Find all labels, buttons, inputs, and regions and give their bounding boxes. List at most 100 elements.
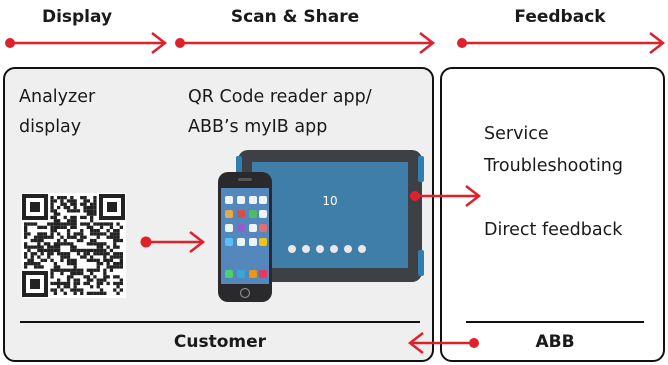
qr-module — [70, 275, 74, 279]
qr-module — [96, 278, 100, 282]
qr-module — [116, 291, 120, 295]
qr-module — [57, 219, 61, 223]
qr-module — [99, 225, 104, 229]
qr-module — [24, 222, 28, 226]
qr-module — [47, 245, 51, 249]
qr-module — [63, 215, 67, 220]
qr-module — [24, 235, 28, 239]
qr-module — [43, 248, 48, 253]
qr-module — [83, 255, 87, 259]
qr-module — [70, 262, 74, 266]
qr-module — [57, 245, 61, 249]
qr-module — [80, 232, 84, 236]
qr-module — [50, 258, 54, 262]
qr-module — [24, 262, 28, 266]
qr-module — [83, 196, 87, 200]
qr-module — [50, 215, 54, 220]
qr-module — [66, 255, 71, 259]
qr-module — [60, 235, 64, 239]
qr-module — [27, 262, 31, 266]
qr-module — [86, 268, 90, 272]
customer-footer: Customer — [173, 332, 267, 352]
qr-module — [106, 262, 110, 266]
qr-module — [109, 235, 114, 239]
qr-module — [99, 245, 104, 249]
qr-module — [70, 225, 74, 229]
qr-module — [96, 245, 100, 249]
qr-module — [37, 232, 41, 236]
qr-module — [24, 255, 28, 259]
qr-module — [53, 212, 57, 216]
qr-module — [24, 265, 28, 269]
qr-module — [116, 235, 120, 239]
qr-module — [86, 278, 90, 282]
qr-module — [73, 245, 77, 249]
qr-module — [93, 242, 97, 246]
qr-module — [83, 222, 87, 226]
qr-module — [63, 255, 67, 259]
qr-module — [50, 229, 54, 233]
qr-module — [57, 281, 61, 286]
qr-module — [53, 199, 57, 203]
qr-module — [73, 262, 77, 266]
qr-module — [83, 248, 87, 253]
qr-module — [106, 229, 110, 233]
qr-module — [83, 209, 87, 213]
qr-module — [109, 258, 114, 262]
qr-module — [109, 225, 114, 229]
qr-module — [70, 215, 74, 220]
qr-module — [93, 199, 97, 203]
qr-module — [103, 242, 107, 246]
qr-module — [90, 225, 94, 229]
qr-module — [63, 205, 67, 210]
arrow-qr-to-phone — [140, 231, 206, 253]
qr-module — [80, 196, 84, 200]
qr-module — [90, 255, 94, 259]
qr-module — [90, 202, 94, 206]
qr-module — [76, 252, 81, 256]
qr-module — [73, 209, 77, 213]
qr-module — [86, 275, 90, 279]
qr-module — [53, 242, 57, 246]
qr-module — [73, 271, 77, 276]
qr-module — [73, 258, 77, 262]
qr-module — [119, 278, 123, 282]
qr-module — [70, 199, 74, 203]
qr-module — [70, 268, 74, 272]
qr-module — [66, 209, 71, 213]
qr-module — [70, 242, 74, 246]
qr-module — [47, 252, 51, 256]
qr-module — [66, 199, 71, 203]
qr-module — [73, 288, 77, 292]
qr-module — [113, 235, 117, 239]
qr-module — [57, 252, 61, 256]
qr-module — [93, 196, 97, 200]
qr-module — [116, 245, 120, 249]
qr-module — [93, 252, 97, 256]
qr-module — [70, 222, 74, 226]
qr-module — [73, 202, 77, 206]
qr-module — [113, 255, 117, 259]
qr-module — [90, 248, 94, 253]
qr-module — [113, 262, 117, 266]
qr-module — [33, 262, 38, 266]
qr-module — [80, 202, 84, 206]
qr-module — [37, 265, 41, 269]
qr-module — [86, 212, 90, 216]
qr-module — [106, 265, 110, 269]
header-feedback: Feedback — [514, 7, 606, 27]
qr-module — [116, 285, 120, 289]
qr-module — [106, 252, 110, 256]
qr-module — [73, 232, 77, 236]
qr-module — [86, 225, 90, 229]
qr-module — [109, 248, 114, 253]
qr-module — [80, 268, 84, 272]
qr-module — [57, 238, 61, 243]
qr-module — [24, 232, 28, 236]
qr-module — [43, 235, 48, 239]
qr-module — [106, 222, 110, 226]
qr-module — [47, 248, 51, 253]
qr-module — [113, 275, 117, 279]
qr-module — [103, 268, 107, 272]
qr-module — [66, 222, 71, 226]
